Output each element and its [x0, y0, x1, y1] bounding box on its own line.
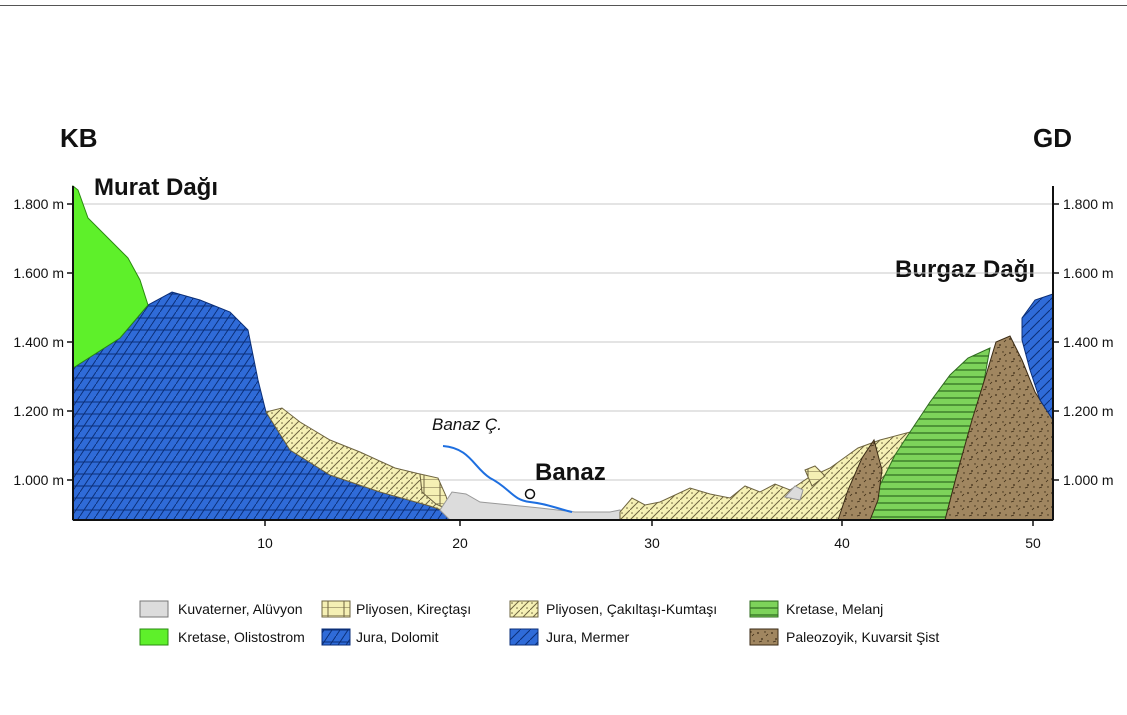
legend-swatch-pliyosen-cakiltasi [509, 600, 539, 618]
y-tick-left-1200: 1.200 m [13, 403, 64, 419]
kuvaterner-aluvyon-right [784, 485, 804, 501]
legend-item-jura-mermer: Jura, Mermer [509, 628, 630, 646]
legend-label-pliyosen-cakiltasi: Pliyosen, Çakıltaşı-Kumtaşı [546, 601, 717, 617]
y-tick-left-1800: 1.800 m [13, 196, 64, 212]
y-tick-left-1400: 1.400 m [13, 334, 64, 350]
y-tick-right-1600: 1.600 m [1063, 265, 1114, 281]
peak-label-murat: Murat Dağı [94, 174, 218, 201]
legend-label-jura-mermer: Jura, Mermer [546, 629, 630, 645]
legend-item-kretase-olistostrom: Kretase, Olistostrom [139, 628, 305, 646]
pliyosen-kirectasi-right [804, 465, 826, 487]
legend-item-kuvaterner: Kuvaterner, Alüvyon [139, 600, 303, 618]
legend-swatch-jura-mermer [509, 628, 539, 646]
y-tick-right-1200: 1.200 m [1063, 403, 1114, 419]
legend-label-kuvaterner: Kuvaterner, Alüvyon [178, 601, 303, 617]
river-line [442, 445, 573, 513]
axes [72, 186, 1054, 521]
direction-southeast: GD [1033, 123, 1072, 153]
legend-label-kretase-melanj: Kretase, Melanj [786, 601, 883, 617]
y-tick-right-1400: 1.400 m [1063, 334, 1114, 350]
legend-item-paleozoyik: Paleozoyik, Kuvarsit Şist [749, 628, 939, 646]
legend: Kuvaterner, Alüvyon Pliyosen, Kireçtaşı … [139, 600, 939, 646]
river-label: Banaz Ç. [432, 415, 502, 434]
legend-label-jura-dolomit: Jura, Dolomit [356, 629, 439, 645]
y-tick-left-1600: 1.600 m [13, 265, 64, 281]
legend-item-kretase-melanj: Kretase, Melanj [749, 600, 883, 618]
x-tick-30: 30 [644, 535, 660, 551]
legend-swatch-kretase-melanj [749, 600, 779, 618]
legend-swatch-paleozoyik [749, 628, 779, 646]
legend-label-kretase-olistostrom: Kretase, Olistostrom [178, 629, 305, 645]
legend-swatch-jura-dolomit [321, 628, 351, 646]
y-tick-right-1800: 1.800 m [1063, 196, 1114, 212]
legend-item-pliyosen-kirectasi: Pliyosen, Kireçtaşı [321, 600, 471, 618]
legend-swatch-pliyosen-kirectasi [321, 600, 351, 618]
legend-item-pliyosen-cakiltasi: Pliyosen, Çakıltaşı-Kumtaşı [509, 600, 717, 618]
paleozoyik-schist-left [837, 438, 883, 521]
top-rule [0, 5, 1127, 6]
x-tick-20: 20 [452, 535, 468, 551]
town-label: Banaz [535, 459, 606, 486]
jura-mermer-body [1021, 293, 1054, 422]
x-tick-10: 10 [257, 535, 273, 551]
legend-swatch-kretase-olistostrom [139, 628, 169, 646]
legend-item-jura-dolomit: Jura, Dolomit [321, 628, 439, 646]
x-tick-40: 40 [834, 535, 850, 551]
town-marker [524, 488, 536, 500]
peak-label-burgaz: Burgaz Dağı [895, 256, 1035, 283]
legend-label-paleozoyik: Paleozoyik, Kuvarsit Şist [786, 629, 939, 645]
tick-marks [67, 203, 1059, 526]
kretase-olistostrom-body [72, 184, 149, 369]
y-tick-right-1000: 1.000 m [1063, 472, 1114, 488]
legend-swatch-kuvaterner [139, 600, 169, 618]
direction-northwest: KB [60, 123, 98, 153]
legend-label-pliyosen-kirectasi: Pliyosen, Kireçtaşı [356, 601, 471, 617]
y-tick-left-1000: 1.000 m [13, 472, 64, 488]
x-tick-50: 50 [1025, 535, 1041, 551]
